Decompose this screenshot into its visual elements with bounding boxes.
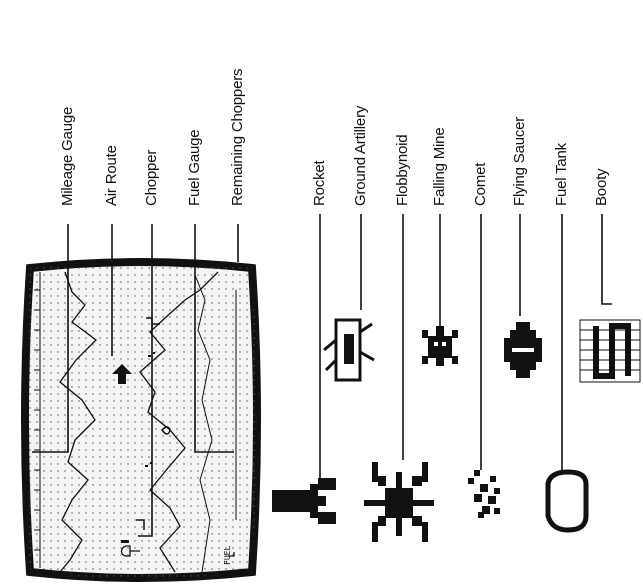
fuel-tank-sprite (545, 469, 589, 533)
screen-mines (145, 352, 155, 467)
comet-sprite (468, 470, 500, 518)
remaining-chopper-icon (228, 552, 235, 557)
chopper-sprite (120, 540, 140, 557)
game-screen: 1UP 1150 1500 2UP FUEL (19, 258, 261, 582)
fuel-text: FUEL (223, 546, 232, 565)
object-leader-lines (319, 214, 612, 482)
ground-hills (139, 271, 219, 573)
falling-mine-sprite (422, 326, 458, 366)
cavern-upper-wall (59, 271, 97, 573)
rocket-sprite (272, 478, 336, 524)
flying-saucer-sprite (504, 322, 542, 378)
mileage-1500: 1500 (19, 367, 28, 386)
mileage-1150: 1150 (19, 479, 28, 498)
ground-ridge (194, 274, 213, 573)
ground-artillery-sprite (323, 318, 375, 382)
mileage-ruler (34, 272, 41, 568)
screen-leader-lines (32, 224, 239, 537)
flobbynoid-sprite (364, 462, 434, 542)
booty-sprite (579, 319, 641, 383)
air-route-arrow (112, 364, 132, 384)
screen-dotted-sky (25, 262, 257, 578)
